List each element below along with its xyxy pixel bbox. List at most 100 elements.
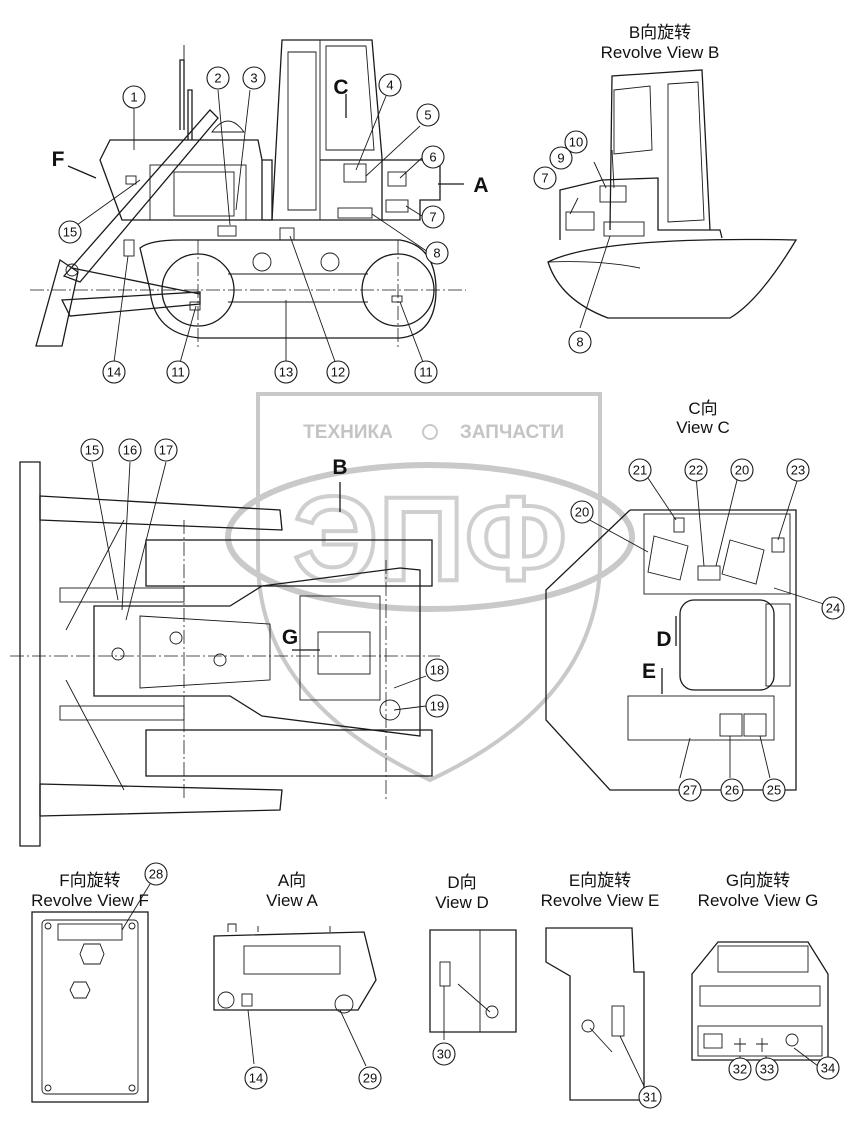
arrow-a-label: A (473, 174, 488, 197)
svg-text:11: 11 (419, 365, 433, 380)
callout-1: 1 (122, 85, 146, 109)
watermark-right-text: ЗАПЧАСТИ (460, 422, 564, 443)
svg-text:15: 15 (85, 443, 99, 458)
callout-11-left: 11 (166, 360, 190, 384)
gear-icon (422, 424, 438, 440)
view-c-title-cn: C向 (688, 399, 717, 418)
callout-f28: 28 (144, 862, 168, 886)
callout-v20-top: 20 (730, 458, 754, 482)
callout-g34: 34 (816, 1056, 840, 1080)
callout-v26: 26 (720, 778, 744, 802)
svg-text:12: 12 (331, 365, 345, 380)
svg-text:14: 14 (249, 1071, 263, 1086)
arrow-e-label: E (642, 660, 656, 683)
callout-4: 4 (378, 73, 402, 97)
svg-text:26: 26 (725, 783, 739, 798)
callout-a29: 29 (358, 1066, 382, 1090)
svg-text:33: 33 (760, 1062, 774, 1077)
callout-v21: 21 (628, 458, 652, 482)
callout-v20-left: 20 (570, 500, 594, 524)
watermark-left-text: ТЕХНИКА (303, 422, 393, 443)
view-c: C向 View C D E (545, 399, 831, 791)
side-view: F C A (30, 39, 489, 371)
callout-6: 6 (421, 145, 445, 169)
callout-v22: 22 (684, 458, 708, 482)
view-a-title-en: View A (266, 891, 318, 910)
svg-text:5: 5 (424, 108, 431, 123)
watermark-logo-text: ЭПФ (293, 472, 567, 606)
arrow-b-label: B (332, 456, 347, 479)
arrow-d-label: D (656, 628, 671, 651)
callout-d30: 30 (432, 1042, 456, 1066)
svg-text:7: 7 (541, 171, 548, 186)
svg-text:29: 29 (363, 1071, 377, 1086)
callout-v25: 25 (762, 778, 786, 802)
svg-text:15: 15 (63, 225, 77, 240)
svg-text:13: 13 (279, 365, 293, 380)
callout-3: 3 (242, 66, 266, 90)
svg-text:24: 24 (826, 601, 840, 616)
arrow-c-label: C (333, 76, 348, 99)
callout-13: 13 (274, 360, 298, 384)
view-f: F向旋转 Revolve View F (31, 871, 151, 1103)
svg-text:34: 34 (821, 1061, 835, 1076)
svg-text:32: 32 (733, 1062, 747, 1077)
view-g: G向旋转 Revolve View G (691, 871, 829, 1067)
svg-text:28: 28 (149, 867, 163, 882)
callout-t18: 18 (425, 658, 449, 682)
callout-b7: 7 (533, 166, 557, 190)
svg-text:25: 25 (767, 783, 781, 798)
svg-text:3: 3 (250, 71, 257, 86)
arrow-g-label: G (282, 626, 298, 649)
svg-text:23: 23 (791, 463, 805, 478)
callout-11-right: 11 (414, 360, 438, 384)
view-c-title-en: View C (676, 418, 730, 437)
view-e: E向旋转 Revolve View E (541, 871, 660, 1101)
svg-text:27: 27 (683, 783, 697, 798)
view-d: D向 View D (429, 873, 517, 1040)
callout-b10: 10 (564, 130, 588, 154)
callout-v27: 27 (678, 778, 702, 802)
svg-text:21: 21 (633, 463, 647, 478)
callout-b8: 8 (568, 330, 592, 354)
svg-text:6: 6 (429, 150, 436, 165)
svg-text:9: 9 (557, 151, 564, 166)
view-e-title-en: Revolve View E (541, 891, 660, 910)
callout-7: 7 (421, 205, 445, 229)
callout-g33: 33 (755, 1057, 779, 1081)
view-a: A向 View A (213, 871, 377, 1067)
svg-text:19: 19 (430, 699, 444, 714)
callout-e31: 31 (638, 1085, 662, 1109)
view-d-title-cn: D向 (447, 873, 476, 892)
top-view: B G (10, 456, 440, 847)
watermark: ТЕХНИКА ЗАПЧАСТИ ЭПФ (225, 392, 635, 783)
callout-14: 14 (102, 360, 126, 384)
svg-text:7: 7 (429, 210, 436, 225)
view-d-title-en: View D (435, 893, 489, 912)
callouts: 1 2 3 4 5 6 7 8 15 14 11 13 12 11 10 9 7… (58, 66, 845, 1109)
svg-text:1: 1 (130, 90, 137, 105)
callout-t19: 19 (425, 694, 449, 718)
view-a-title-cn: A向 (278, 871, 306, 890)
callout-15: 15 (58, 220, 82, 244)
callout-b9: 9 (549, 146, 573, 170)
callout-t17: 17 (154, 438, 178, 462)
arrow-f-label: F (52, 148, 65, 171)
callout-8: 8 (425, 241, 449, 265)
view-f-title-cn: F向旋转 (59, 871, 120, 890)
svg-text:2: 2 (214, 71, 221, 86)
callout-v23: 23 (786, 458, 810, 482)
svg-text:22: 22 (689, 463, 703, 478)
svg-text:14: 14 (107, 365, 121, 380)
callout-a14: 14 (244, 1066, 268, 1090)
view-f-title-en: Revolve View F (31, 891, 149, 910)
svg-text:4: 4 (386, 78, 393, 93)
view-e-title-cn: E向旋转 (569, 871, 631, 890)
svg-text:18: 18 (430, 663, 444, 678)
view-g-title-en: Revolve View G (698, 891, 819, 910)
callout-12: 12 (326, 360, 350, 384)
callout-v24: 24 (821, 596, 845, 620)
svg-text:10: 10 (569, 135, 583, 150)
callout-t16: 16 (118, 438, 142, 462)
svg-text:11: 11 (171, 365, 185, 380)
